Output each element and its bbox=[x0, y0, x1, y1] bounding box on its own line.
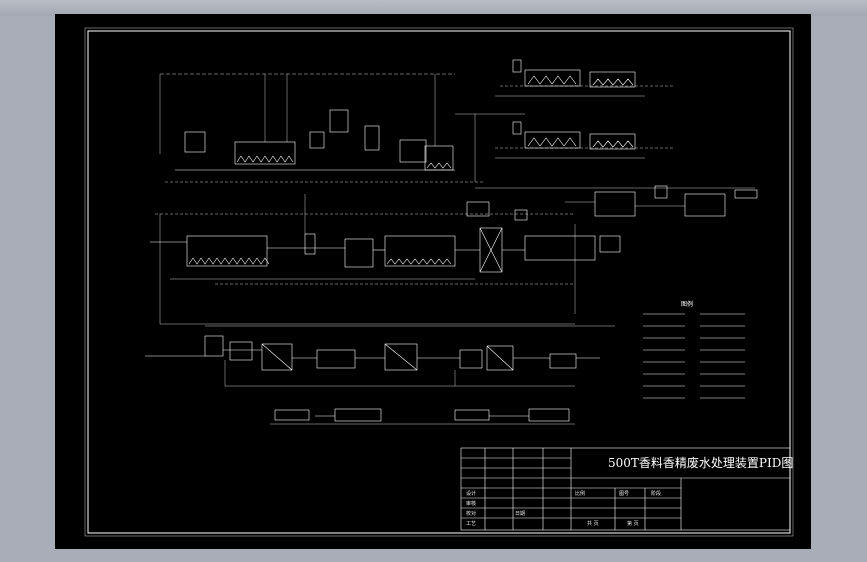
viewer-background bbox=[0, 0, 867, 16]
title-block-cell: 工艺 bbox=[466, 521, 477, 527]
title-block-cell: 第 页 bbox=[627, 521, 639, 527]
title-block-cell: 共 页 bbox=[587, 521, 599, 527]
title-block bbox=[460, 447, 791, 531]
process-line-lower bbox=[145, 325, 615, 387]
title-block-cell: 日期 bbox=[515, 511, 526, 517]
unit-right-tanks bbox=[475, 185, 758, 217]
drawing-frame bbox=[84, 27, 794, 537]
cad-canvas[interactable]: 图例 500T香料香精废水处理装置PID图 设计 审核 校对 工艺 比例 图号 … bbox=[55, 14, 811, 549]
unit-upper-right bbox=[495, 59, 675, 159]
bottom-equipment bbox=[270, 408, 575, 425]
title-block-cell: 阶段 bbox=[651, 491, 662, 497]
process-line-top bbox=[159, 73, 525, 183]
process-line-middle bbox=[150, 194, 621, 325]
legend-heading: 图例 bbox=[681, 300, 693, 308]
pid-drawing: 图例 bbox=[84, 27, 794, 537]
title-block-cell: 审核 bbox=[466, 501, 477, 507]
legend-table bbox=[643, 313, 745, 399]
title-block-cell: 设计 bbox=[466, 491, 477, 497]
title-block-cell: 比例 bbox=[575, 491, 586, 497]
title-block-cell: 校对 bbox=[466, 511, 477, 517]
drawing-title: 500T香料香精废水处理装置PID图 bbox=[608, 456, 794, 470]
title-block-cell: 图号 bbox=[619, 491, 630, 497]
